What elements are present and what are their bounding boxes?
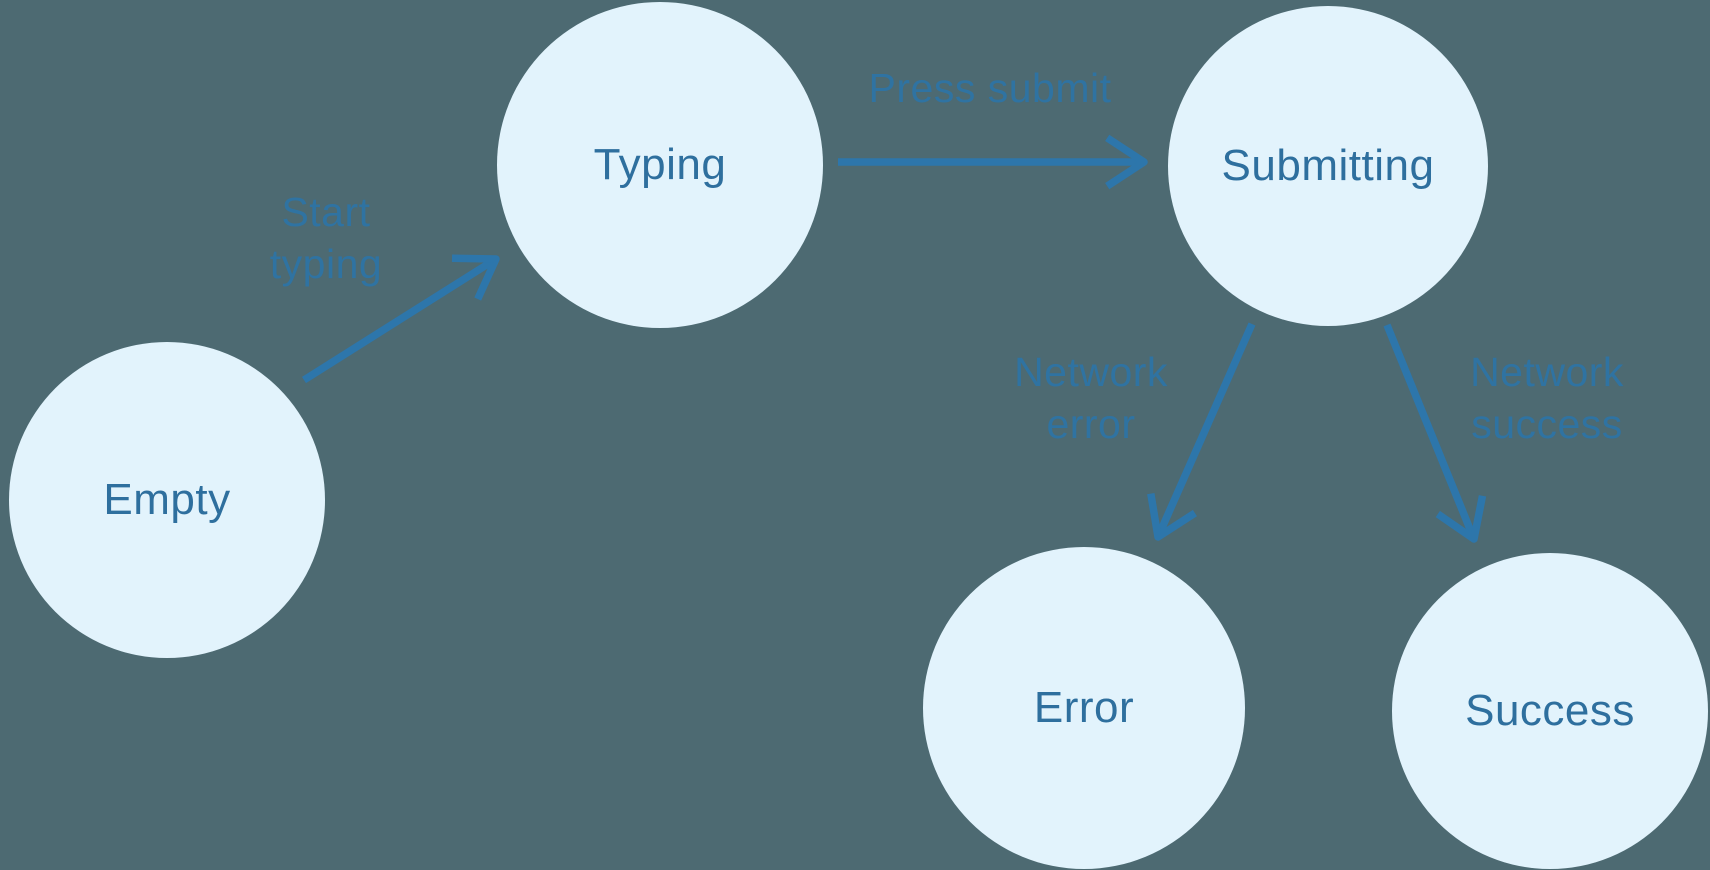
state-node-typing-label: Typing [593,140,727,189]
state-node-submitting-label: Submitting [1221,141,1435,190]
edge-label-press-submit: Press submit [869,62,1112,114]
edge-label-line: typing [269,241,383,287]
state-node-empty-label: Empty [103,475,231,524]
edge-label-line: Network [1014,349,1168,395]
state-node-error: Error [923,547,1245,869]
edge-label-line: error [1046,401,1136,447]
edge-arrowhead-network-success [1435,495,1487,543]
state-node-typing: Typing [497,2,823,328]
edge-label-line: Press submit [868,65,1112,111]
state-node-success-label: Success [1465,686,1635,735]
edge-arrowhead-network-error [1147,492,1197,541]
state-node-success: Success [1392,553,1708,869]
edge-arrowhead-start-typing [451,254,500,301]
edge-label-start-typing: Start typing [270,186,382,290]
edge-arrowhead-press-submit [1105,134,1148,190]
edge-label-line: Network [1470,349,1624,395]
edge-label-network-success: Network success [1470,346,1624,450]
edge-label-line: success [1471,401,1623,447]
state-node-empty: Empty [9,342,325,658]
state-node-submitting: Submitting [1168,6,1488,326]
edge-label-line: Start [281,189,371,235]
edge-label-network-error: Network error [1014,346,1168,450]
edge-arrow-shaft-network-error [1156,322,1256,535]
edge-arrow-shaft-network-success [1383,323,1476,537]
edge-arrow-shaft-start-typing [302,257,495,384]
state-node-error-label: Error [1033,683,1135,732]
